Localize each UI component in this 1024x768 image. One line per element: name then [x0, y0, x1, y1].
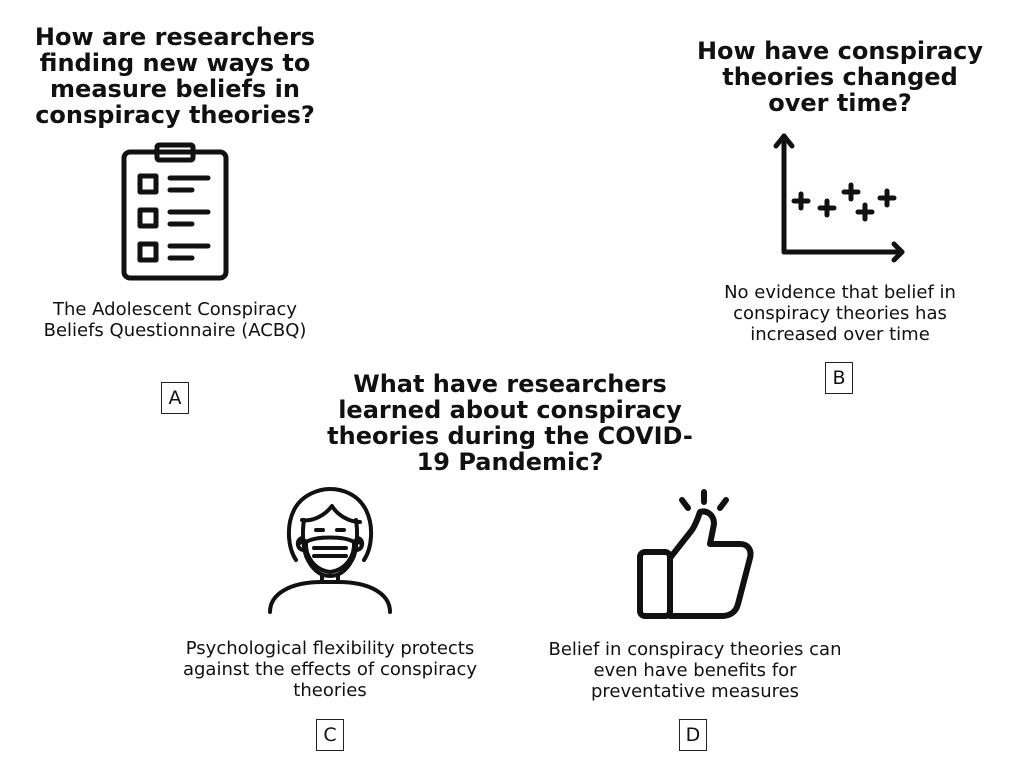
caption-c: Psychological flexibility protects again… — [182, 638, 478, 701]
caption-b: No evidence that belief in conspiracy th… — [724, 282, 956, 345]
caption-a: The Adolescent Conspiracy Beliefs Questi… — [43, 299, 307, 341]
question-covid: What have researchers learned about cons… — [327, 370, 693, 476]
scatter-plot-icon — [772, 128, 912, 266]
question-b: How have conspiracy theories changed ove… — [696, 37, 984, 117]
clipboard-checklist-icon — [118, 142, 232, 284]
label-c: C — [316, 719, 344, 751]
masked-person-icon — [266, 486, 394, 616]
label-d: D — [679, 719, 707, 751]
question-a: How are researchers finding new ways to … — [34, 23, 316, 129]
caption-d: Belief in conspiracy theories can even h… — [548, 639, 842, 702]
thumbs-up-icon — [634, 486, 758, 622]
label-a: A — [161, 382, 189, 414]
label-b: B — [825, 362, 853, 394]
